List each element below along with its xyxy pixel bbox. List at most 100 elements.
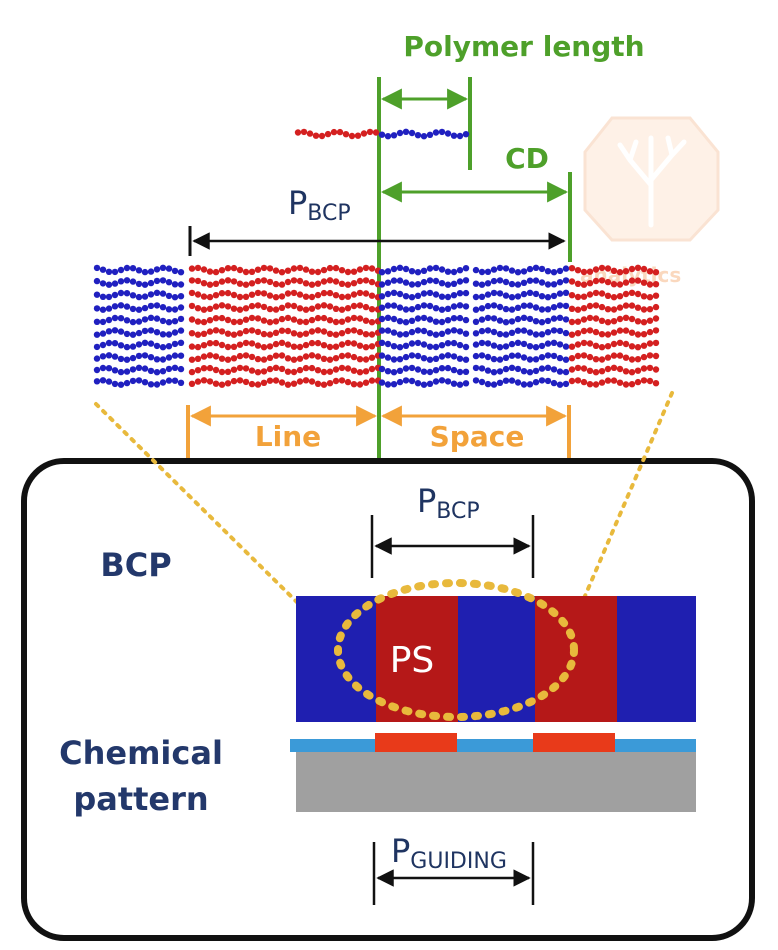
blue-bead <box>384 314 392 321</box>
red-bead <box>356 302 364 309</box>
blue-bead <box>426 343 434 350</box>
blue-bead <box>444 340 452 347</box>
blue-bead <box>520 290 528 298</box>
red-bead <box>302 293 310 300</box>
red-bead <box>248 340 256 347</box>
blue-bead <box>550 339 558 346</box>
blue-bead <box>117 302 125 309</box>
blue-bead <box>478 339 486 347</box>
red-bead <box>200 377 208 384</box>
blue-bead <box>129 278 137 285</box>
blue-bead <box>484 380 492 388</box>
red-bead <box>302 266 310 273</box>
blue-bead <box>502 365 510 373</box>
blue-bead <box>426 277 434 284</box>
blue-bead <box>426 368 434 376</box>
red-bead <box>308 328 316 335</box>
blue-bead <box>456 278 464 285</box>
blue-bead <box>514 339 522 346</box>
blue-bead <box>390 132 398 139</box>
red-bead <box>188 265 196 272</box>
blue-bead <box>426 289 434 297</box>
blue-bead <box>426 356 434 363</box>
blue-bead <box>99 318 107 326</box>
blue-bead <box>456 132 464 140</box>
red-bead <box>272 306 280 313</box>
blue-bead <box>159 368 167 375</box>
blue-bead <box>508 364 516 371</box>
blue-bead <box>171 364 179 371</box>
blue-bead <box>444 328 452 335</box>
blue-bead <box>556 267 564 275</box>
blue-bead <box>438 266 446 273</box>
red-bead <box>218 368 226 376</box>
red-bead <box>206 340 214 347</box>
blue-bead <box>129 331 137 338</box>
blue-bead <box>556 314 564 321</box>
blue-bead <box>402 319 410 326</box>
blue-bead <box>462 343 470 351</box>
red-bead <box>230 278 238 285</box>
blue-bead <box>135 329 143 337</box>
red-bead <box>236 341 244 348</box>
red-bead <box>362 331 370 338</box>
red-bead <box>326 356 334 363</box>
red-bead <box>640 293 648 300</box>
blue-bead <box>508 280 516 288</box>
guiding-stripe-2 <box>533 733 615 752</box>
red-bead <box>616 365 624 373</box>
blue-bead <box>438 306 446 313</box>
red-bead <box>652 303 660 311</box>
red-bead <box>218 341 226 349</box>
red-bead <box>320 289 328 297</box>
blue-bead <box>390 369 398 376</box>
blue-bead <box>514 352 522 359</box>
blue-bead <box>99 341 107 349</box>
red-bead <box>230 343 238 350</box>
red-bead <box>248 380 256 388</box>
red-bead <box>254 369 262 376</box>
red-bead <box>224 277 232 284</box>
red-bead <box>266 354 274 361</box>
red-bead <box>628 289 636 296</box>
blue-bead <box>556 368 564 375</box>
blue-bead <box>408 364 416 372</box>
blue-bead <box>450 327 458 334</box>
blue-bead <box>408 268 416 275</box>
red-bead <box>592 342 600 349</box>
red-bead <box>610 364 618 371</box>
red-bead <box>236 364 244 372</box>
red-bead <box>652 380 660 387</box>
red-bead <box>634 331 642 338</box>
red-bead <box>242 268 250 276</box>
red-bead <box>362 277 370 284</box>
red-bead <box>290 330 298 337</box>
red-bead <box>616 293 624 300</box>
blue-bead <box>384 381 392 388</box>
blue-bead <box>556 302 564 309</box>
red-bead <box>622 327 630 334</box>
red-bead <box>194 355 202 362</box>
red-bead <box>368 306 376 313</box>
blue-bead <box>550 379 558 387</box>
red-bead <box>254 266 262 273</box>
blue-bead <box>384 327 392 334</box>
blue-bead <box>538 354 546 361</box>
blue-bead <box>472 364 480 372</box>
red-bead <box>284 327 292 335</box>
blue-bead <box>514 304 522 311</box>
blue-bead <box>472 266 480 274</box>
red-bead <box>568 355 576 362</box>
red-bead <box>646 317 654 324</box>
red-bead <box>272 267 280 274</box>
blue-bead <box>508 294 516 301</box>
red-bead <box>188 380 196 387</box>
blue-bead <box>123 379 131 387</box>
blue-bead <box>414 281 422 288</box>
red-bead <box>604 331 612 338</box>
blue-bead <box>396 378 404 386</box>
blue-bead <box>141 379 149 386</box>
red-bead <box>574 352 582 360</box>
blue-bead <box>123 290 131 297</box>
blue-bead <box>165 365 173 373</box>
